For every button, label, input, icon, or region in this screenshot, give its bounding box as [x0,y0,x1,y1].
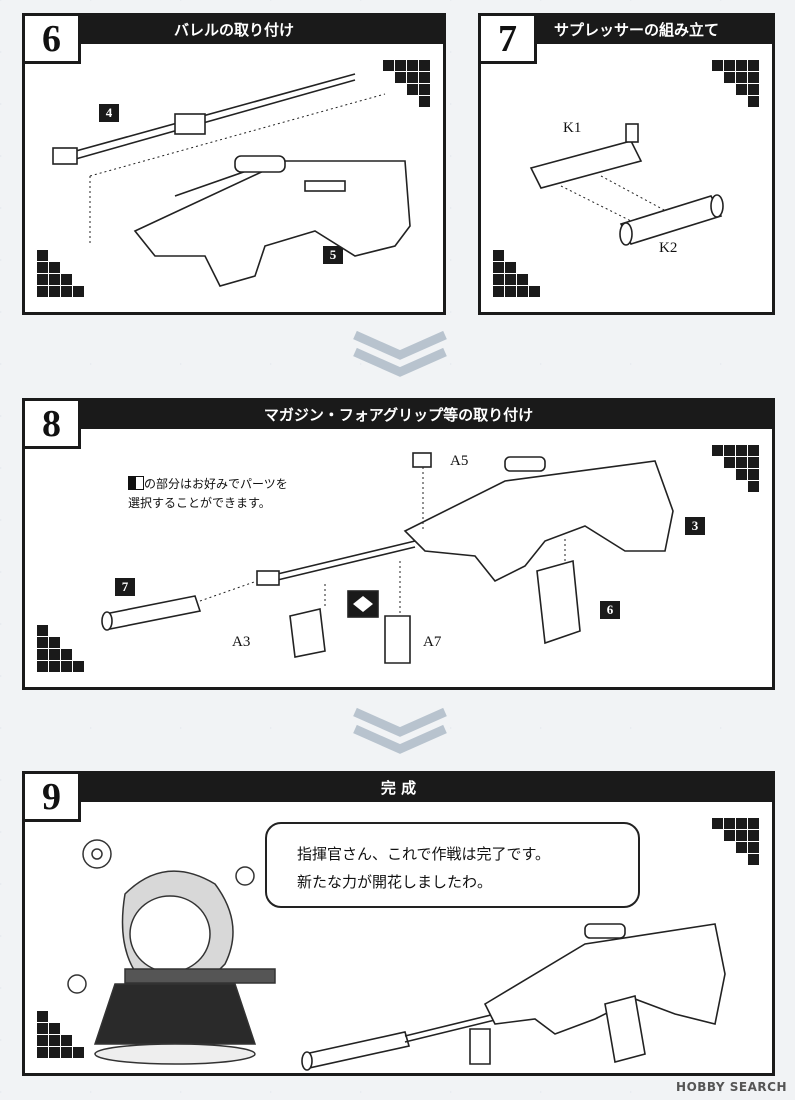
code-label-a3: A3 [232,634,251,650]
code-label-a5: A5 [450,453,469,469]
part-label-7: 7 [115,578,135,596]
speech-line-1: 指揮官さん、これで作戦は完了です。 [297,845,551,863]
part-label-5: 5 [323,246,343,264]
corner-pattern-icon [493,250,541,298]
step-6-title: バレルの取り付け [25,16,443,44]
corner-pattern-icon [712,445,760,493]
rifle-assembly-illustration [101,452,674,664]
step-6-number: 6 [25,16,81,64]
corner-pattern-icon [383,60,431,108]
corner-pattern-icon [712,60,760,108]
corner-pattern-icon [37,625,85,673]
option-note: の部分はお好みでパーツを 選択することができます。 [128,475,288,513]
step-7-panel: サプレッサーの組み立て 7 K1 K2 [478,13,775,315]
part-label-6: 6 [600,601,620,619]
character-illustration [67,839,276,1065]
code-label-a7: A7 [423,634,442,650]
speech-bubble: 指揮官さん、これで作戦は完了です。 新たな力が開花しましたわ。 [265,822,640,908]
corner-pattern-icon [712,818,760,866]
barrel-illustration [52,73,411,287]
part-label-4: 4 [99,104,119,122]
corner-pattern-icon [37,250,85,298]
step-9-panel: 完 成 9 [22,771,775,1076]
step-6-panel: バレルの取り付け 6 4 5 [22,13,446,315]
code-label-k1: K1 [563,120,582,136]
code-label-k2: K2 [659,240,678,256]
step-7-number: 7 [481,16,537,64]
option-note-line2: 選択することができます。 [128,496,271,510]
step-8-title: マガジン・フォアグリップ等の取り付け [25,401,772,429]
option-note-line1: の部分はお好みでパーツを [144,477,288,491]
chevron-down-icon [353,707,447,754]
step-9-number: 9 [25,774,81,822]
step-8-number: 8 [25,401,81,449]
suppressor-illustration [529,123,724,246]
watermark-logo: HOBBY SEARCH [676,1080,787,1094]
corner-pattern-icon [37,1011,85,1059]
step-9-title: 完 成 [25,774,772,802]
step-8-panel: マガジン・フォアグリップ等の取り付け 8 の部分はお好みでパーツを 選択すること… [22,398,775,690]
option-swap-icon [128,476,144,490]
part-label-3: 3 [685,517,705,535]
chevron-down-icon [353,330,447,377]
completed-rifle-illustration [301,923,726,1071]
speech-line-2: 新たな力が開花しましたわ。 [297,873,493,891]
